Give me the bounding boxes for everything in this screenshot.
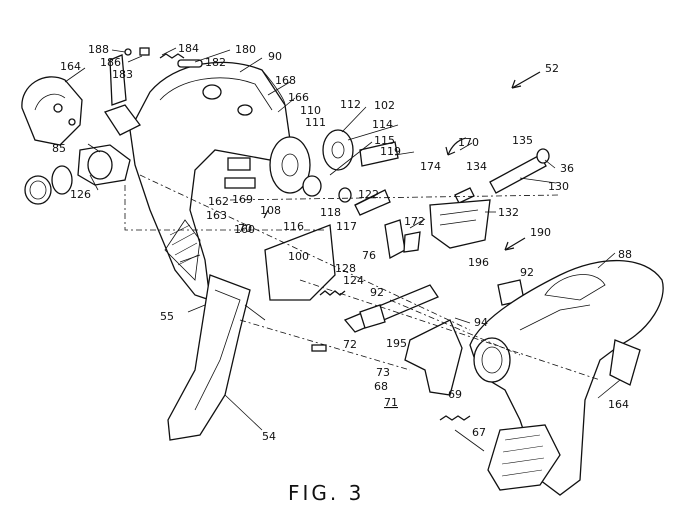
- label-112: 112: [340, 98, 361, 111]
- label-168: 168: [275, 74, 296, 87]
- label-169: 169: [232, 193, 253, 206]
- label-36: 36: [560, 162, 574, 175]
- label-118: 118: [320, 206, 341, 219]
- trigger-mechanism: [385, 200, 490, 258]
- label-132: 132: [498, 206, 519, 219]
- label-184: 184: [178, 42, 199, 55]
- label-183: 183: [112, 68, 133, 81]
- label-100: 100: [288, 250, 309, 263]
- label-90: 90: [268, 50, 282, 63]
- label-182: 182: [205, 56, 226, 69]
- label-163: 163: [206, 209, 227, 222]
- label-126: 126: [70, 188, 91, 201]
- figure-caption: FIG. 3: [288, 481, 364, 505]
- label-92-right: 92: [520, 266, 534, 279]
- label-124: 124: [343, 274, 364, 287]
- label-68: 68: [374, 380, 388, 393]
- label-71: 71: [384, 396, 398, 409]
- label-180: 180: [235, 43, 256, 56]
- right-housing-half: [470, 261, 663, 495]
- label-162: 162: [208, 195, 229, 208]
- label-195: 195: [386, 337, 407, 350]
- label-52: 52: [545, 62, 559, 75]
- label-166: 166: [288, 91, 309, 104]
- label-111: 111: [305, 116, 326, 129]
- label-67: 67: [472, 426, 486, 439]
- label-114: 114: [372, 118, 393, 131]
- label-54: 54: [262, 430, 276, 443]
- label-94: 94: [474, 316, 488, 329]
- label-92-mid: 92: [370, 286, 384, 299]
- label-55: 55: [160, 310, 174, 323]
- label-164-bottom: 164: [608, 398, 629, 411]
- label-117: 117: [336, 220, 357, 233]
- label-108: 108: [260, 204, 281, 217]
- label-190: 190: [530, 226, 551, 239]
- label-102: 102: [374, 99, 395, 112]
- label-170: 170: [458, 136, 479, 149]
- label-72: 72: [343, 338, 357, 351]
- label-73: 73: [376, 366, 390, 379]
- label-119: 119: [380, 145, 401, 158]
- label-69: 69: [448, 388, 462, 401]
- label-172: 172: [404, 215, 425, 228]
- label-76: 76: [362, 249, 376, 262]
- label-130: 130: [548, 180, 569, 193]
- label-196: 196: [468, 256, 489, 269]
- label-70: 70: [238, 222, 252, 235]
- label-85: 85: [52, 142, 66, 155]
- label-88: 88: [618, 248, 632, 261]
- label-174: 174: [420, 160, 441, 173]
- label-122: 122: [358, 188, 379, 201]
- label-188: 188: [88, 43, 109, 56]
- handle-grip: [168, 275, 250, 440]
- label-135: 135: [512, 134, 533, 147]
- label-134: 134: [466, 160, 487, 173]
- label-116: 116: [283, 220, 304, 233]
- label-164-top: 164: [60, 60, 81, 73]
